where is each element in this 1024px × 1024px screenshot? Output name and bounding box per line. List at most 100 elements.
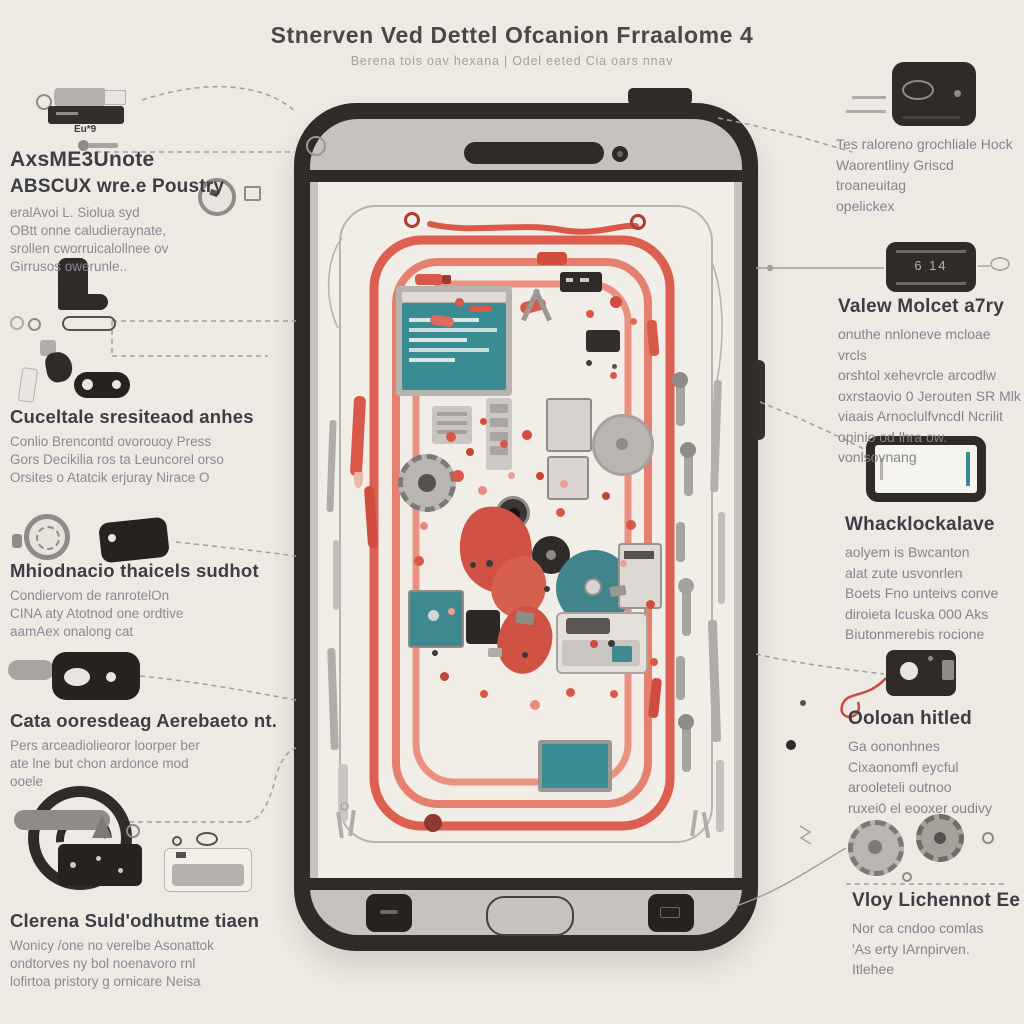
module-line <box>896 282 966 285</box>
machine-panel <box>172 864 244 886</box>
text-line: aolyem is Bwcanton <box>845 544 970 560</box>
note-line <box>846 110 886 113</box>
gear-icon <box>848 820 904 876</box>
text-line: aamAex onalong cat <box>10 624 134 639</box>
home-button[interactable] <box>486 896 574 936</box>
camera-body-detail <box>56 112 78 115</box>
panel-dot <box>96 856 101 861</box>
text-line: Pers arceadiolieoror loorper ber <box>10 738 200 753</box>
side-button[interactable] <box>752 360 765 440</box>
text-line: eralAvoi L. Siolua syd <box>10 205 140 220</box>
callout-heading: AxsME3Unote <box>10 148 155 171</box>
text-line: arooleteli outnoo <box>848 779 952 795</box>
page-title: Stnerven Ved Dettel Ofcanion Frraalome 4 <box>270 22 754 48</box>
text-line: Gors Decikilia ros ta Leuncorel orso <box>10 452 224 467</box>
screen-top-divider <box>310 170 742 182</box>
camera-dot <box>954 90 961 97</box>
power-button[interactable] <box>628 88 692 105</box>
callout-heading: Vloy Lichennot Ee <box>852 890 1021 911</box>
callout-heading: Clerena Suld'odhutme tiaen <box>10 910 260 931</box>
remote-button <box>64 668 90 686</box>
small-camera-grip <box>942 660 954 680</box>
menu-key-glyph <box>660 907 680 918</box>
washer-icon <box>10 316 24 330</box>
camera-cap-icon <box>104 90 126 105</box>
phone-landscape-detail <box>880 458 883 480</box>
dark-dot <box>786 740 796 750</box>
bracket-foot <box>58 294 108 310</box>
screw-icon <box>78 140 89 151</box>
text-line: ooele <box>10 774 44 789</box>
bar-icon <box>14 810 110 830</box>
back-key-glyph <box>380 910 398 914</box>
gear-hub <box>868 840 882 854</box>
text-line: opelickex <box>836 197 895 214</box>
text-line: Ga oononhnes <box>848 738 940 754</box>
title-block: Stnerven Ved Dettel Ofcanion Frraalome 4… <box>0 22 1024 68</box>
remote-button <box>106 672 116 682</box>
text-line: onuthe nnloneve mcloae vrcls <box>838 326 991 363</box>
callout-heading: Mhiodnacio thaicels sudhot <box>10 560 259 581</box>
text-line: srollen cworruicalollnee ov <box>10 241 169 256</box>
dark-dot <box>800 700 806 706</box>
text-line: Girrusos owerunle.. <box>10 259 128 274</box>
camera-device-icon <box>54 88 106 106</box>
text-line: viaais Arnoclulfvncdl Ncrilit <box>838 408 1003 424</box>
callout-right-2: Valew Molcet a7ry onuthe nnloneve mcloae… <box>838 296 1023 468</box>
leader-left-5 <box>139 675 297 701</box>
text-line: Condiervom de ranrotelOn <box>10 588 170 603</box>
text-line: OBtt onne caludieraynate, <box>10 223 167 238</box>
panel-dot <box>70 862 76 868</box>
plate-hole <box>82 379 93 390</box>
text-line: alat zute usvonrlen <box>845 564 963 581</box>
magnifier-icon <box>198 178 236 216</box>
callout-right-5: Vloy Lichennot Ee Nor ca cndoo comlas 'As… <box>852 890 1024 980</box>
callout-left-4: Cata ooresdeag Aerebaeto nt. Pers arcead… <box>10 710 300 791</box>
text-line: Cixaonomfl eycful <box>848 758 959 775</box>
callout-left-5: Clerena Suld'odhutme tiaen Wonicy /one n… <box>10 910 300 991</box>
camera-badge <box>902 80 934 100</box>
text-line: Wonicy /one no verelbe Asonattok <box>10 938 214 953</box>
chip-icon <box>244 186 261 201</box>
machine-oval-icon <box>196 832 218 846</box>
callout-heading: Cuceltale sresiteaod anhes <box>10 406 254 427</box>
grip-icon <box>8 660 54 680</box>
text-line: Itlehee <box>852 961 895 977</box>
callout-left-3: Mhiodnacio thaicels sudhot Condiervom de… <box>10 560 300 641</box>
pin-icon <box>43 349 75 385</box>
pill-outline-icon <box>62 316 116 331</box>
text-line: lofirtoa pristory g ornicare Neisa <box>10 974 201 989</box>
text-line: Waorentliny Griscd troaneuitag <box>836 156 954 194</box>
text-line: Orsites o Atatcik erjuray Nirace O <box>10 470 210 485</box>
text-line: ondtorves ny bol noenavoro rnl <box>10 956 196 971</box>
callout-subheading: ABSCUX wre.e Poustry <box>10 176 225 197</box>
machine-dial-icon <box>172 836 182 846</box>
panel-dot <box>118 868 123 873</box>
back-key[interactable] <box>366 894 412 932</box>
page-subtitle: Berena tois oav hexana | Odel eeted Cia … <box>350 54 674 68</box>
callout-body: Wonicy /one no verelbe Asonattok ondtorve… <box>10 937 300 991</box>
camera-lens-icon <box>36 94 52 110</box>
text-line: orshtol xehevrcle arcodlw <box>838 367 996 383</box>
plate-hole <box>112 380 121 389</box>
callout-body: Nor ca cndoo comlas 'As erty IArnpirven. I… <box>852 918 1024 980</box>
menu-key[interactable] <box>648 894 694 932</box>
text-line: 'As erty IArnpirven. <box>852 940 970 957</box>
gauge-knob <box>12 534 22 548</box>
leader-left-3 <box>111 320 296 357</box>
callout-left-1: AxsME3Unote ABSCUX wre.e Poustry eralAvo… <box>10 148 290 276</box>
text-line: Boets Fno unteivs conve <box>845 585 999 601</box>
leader-right-4 <box>755 653 885 675</box>
small-camera-dot <box>928 656 933 661</box>
small-ring-icon <box>126 824 140 838</box>
small-camera-lens <box>900 662 918 680</box>
text-line: Nor ca cndoo comlas <box>852 920 984 936</box>
